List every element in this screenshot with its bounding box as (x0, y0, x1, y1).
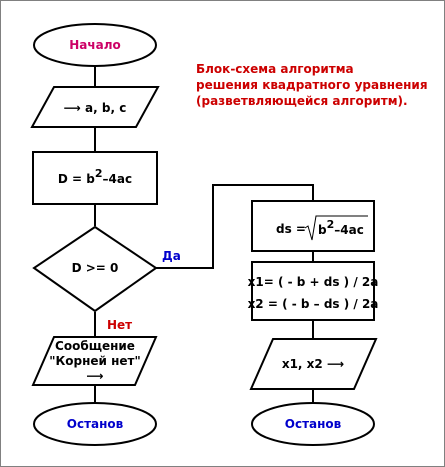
ds-prefix: ds = (276, 222, 306, 236)
condition-diamond (32, 225, 158, 313)
stop-terminal-right: Останов (251, 402, 375, 446)
stop-left-label: Останов (67, 417, 124, 431)
discriminant-base: D = b (58, 172, 95, 186)
output-parallelogram (249, 338, 378, 390)
x2-formula: x2 = ( - b – ds ) / 2a (248, 297, 379, 311)
discriminant-rest: –4ac (103, 172, 133, 186)
discriminant-block: D = b2–4ac (32, 151, 158, 205)
ds-rest: –4ac (334, 223, 364, 237)
ds-formula: b2–4ac (318, 218, 364, 237)
stop-left-ellipse (33, 402, 157, 446)
connectors (94, 67, 314, 402)
condition-block: D >= 0 (32, 225, 158, 313)
stop-right-label: Останов (285, 417, 342, 431)
stop-right-ellipse (251, 402, 375, 446)
x1-formula: x1= ( - b + ds ) / 2a (248, 275, 379, 289)
message-line-1: Сообщение (55, 339, 135, 353)
title-line-2: решения квадратного уравнения (196, 78, 428, 92)
ds-base: b (318, 223, 327, 237)
roots-rect (251, 261, 375, 321)
condition-label: D >= 0 (72, 261, 119, 275)
message-line-2: "Корней нет" (49, 354, 141, 368)
title-line-3: (разветвляющейся алгоритм). (196, 94, 408, 108)
output-block: x1, x2 ⟶ (249, 338, 378, 390)
ds-block: ds = b2–4ac (251, 200, 375, 252)
message-block: Сообщение "Корней нет" ⟶ (31, 336, 158, 386)
input-label: ⟶ a, b, c (64, 101, 127, 115)
no-label: Нет (107, 318, 132, 332)
start-ellipse (33, 23, 157, 67)
message-arrow: ⟶ (86, 369, 103, 383)
output-label: x1, x2 ⟶ (282, 357, 344, 371)
stop-terminal-left: Останов (33, 402, 157, 446)
title: Блок-схема алгоритма решения квадратного… (196, 62, 428, 108)
ds-rect (251, 200, 375, 252)
connector-condition-yes-branch (156, 184, 314, 269)
title-line-1: Блок-схема алгоритма (196, 62, 354, 76)
input-parallelogram (30, 86, 160, 128)
roots-block: x1= ( - b + ds ) / 2a x2 = ( - b – ds ) … (248, 261, 379, 321)
sqrt-sign (304, 215, 368, 241)
discriminant-exp: 2 (95, 167, 103, 180)
yes-label: Да (162, 249, 181, 263)
input-block: ⟶ a, b, c (30, 86, 160, 128)
start-label: Начало (69, 38, 121, 52)
discriminant-formula: D = b2–4ac (58, 167, 132, 186)
start-terminal: Начало (33, 23, 157, 67)
message-parallelogram (31, 336, 158, 386)
ds-exp: 2 (327, 218, 335, 231)
discriminant-rect (32, 151, 158, 205)
